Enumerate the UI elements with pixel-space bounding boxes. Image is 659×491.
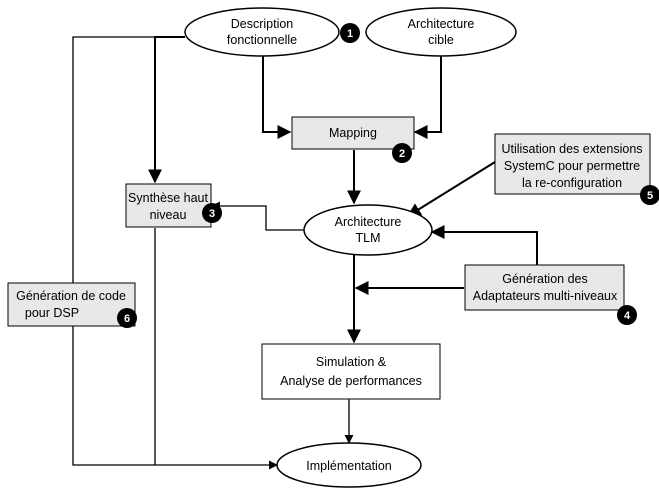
synthese-line-2: niveau [150, 208, 187, 222]
badge-5: 5 [640, 185, 659, 205]
simulation-line-1: Simulation & [316, 355, 387, 369]
cible-line-1: Architecture [408, 17, 475, 31]
extensions-line-3: la re-configuration [522, 176, 622, 190]
svg-text:2: 2 [399, 148, 405, 160]
mapping-label: Mapping [329, 126, 377, 140]
svg-text:6: 6 [124, 313, 130, 325]
badge-6: 6 [117, 308, 137, 328]
edge-extensions-tlm [406, 161, 496, 217]
badge-3: 3 [202, 203, 222, 223]
node-mapping: Mapping [291, 116, 415, 150]
dsp-line-1: Génération de code [16, 289, 126, 303]
node-extensions: Utilisation des extensions SystemC pour … [494, 133, 651, 195]
node-implementation: Implémentation [276, 442, 422, 488]
description-line-1: Description [231, 17, 294, 31]
edge-description-synthese [148, 36, 185, 184]
node-description: Description fonctionnelle [184, 7, 340, 57]
edge-tlm-synthese [211, 201, 305, 231]
connectors [72, 36, 538, 470]
description-line-2: fonctionnelle [227, 33, 297, 47]
extensions-line-2: SystemC pour permettre [504, 159, 640, 173]
node-code-dsp: Génération de code pour DSP [7, 282, 136, 327]
adaptateurs-line-1: Génération des [502, 272, 587, 286]
cible-line-2: cible [428, 33, 454, 47]
node-synthese: Synthèse haut niveau [125, 183, 212, 228]
tlm-line-1: Architecture [335, 215, 402, 229]
edge-description-mapping [262, 52, 292, 139]
edge-description-implementation [72, 36, 278, 470]
adaptateurs-line-2: Adaptateurs multi-niveaux [473, 289, 618, 303]
svg-text:3: 3 [209, 208, 215, 220]
badge-4: 4 [617, 305, 637, 325]
node-adaptateurs: Génération des Adaptateurs multi-niveaux [464, 264, 625, 311]
node-simulation: Simulation & Analyse de performances [261, 343, 441, 400]
edge-adaptateurs-tlm [430, 225, 538, 265]
node-architecture-tlm: Architecture TLM [303, 204, 433, 256]
svg-text:1: 1 [347, 28, 353, 40]
svg-text:5: 5 [647, 190, 653, 202]
edge-cible-mapping [413, 55, 442, 139]
badge-1: 1 [340, 23, 360, 43]
simulation-line-2: Analyse de performances [280, 374, 422, 388]
node-architecture-cible: Architecture cible [365, 7, 517, 57]
extensions-line-1: Utilisation des extensions [501, 142, 642, 156]
synthese-line-1: Synthèse haut [128, 191, 208, 205]
svg-text:4: 4 [624, 310, 631, 322]
tlm-line-2: TLM [356, 231, 381, 245]
badge-2: 2 [392, 143, 412, 163]
dsp-line-2: pour DSP [25, 306, 79, 320]
implementation-label: Implémentation [306, 459, 392, 473]
